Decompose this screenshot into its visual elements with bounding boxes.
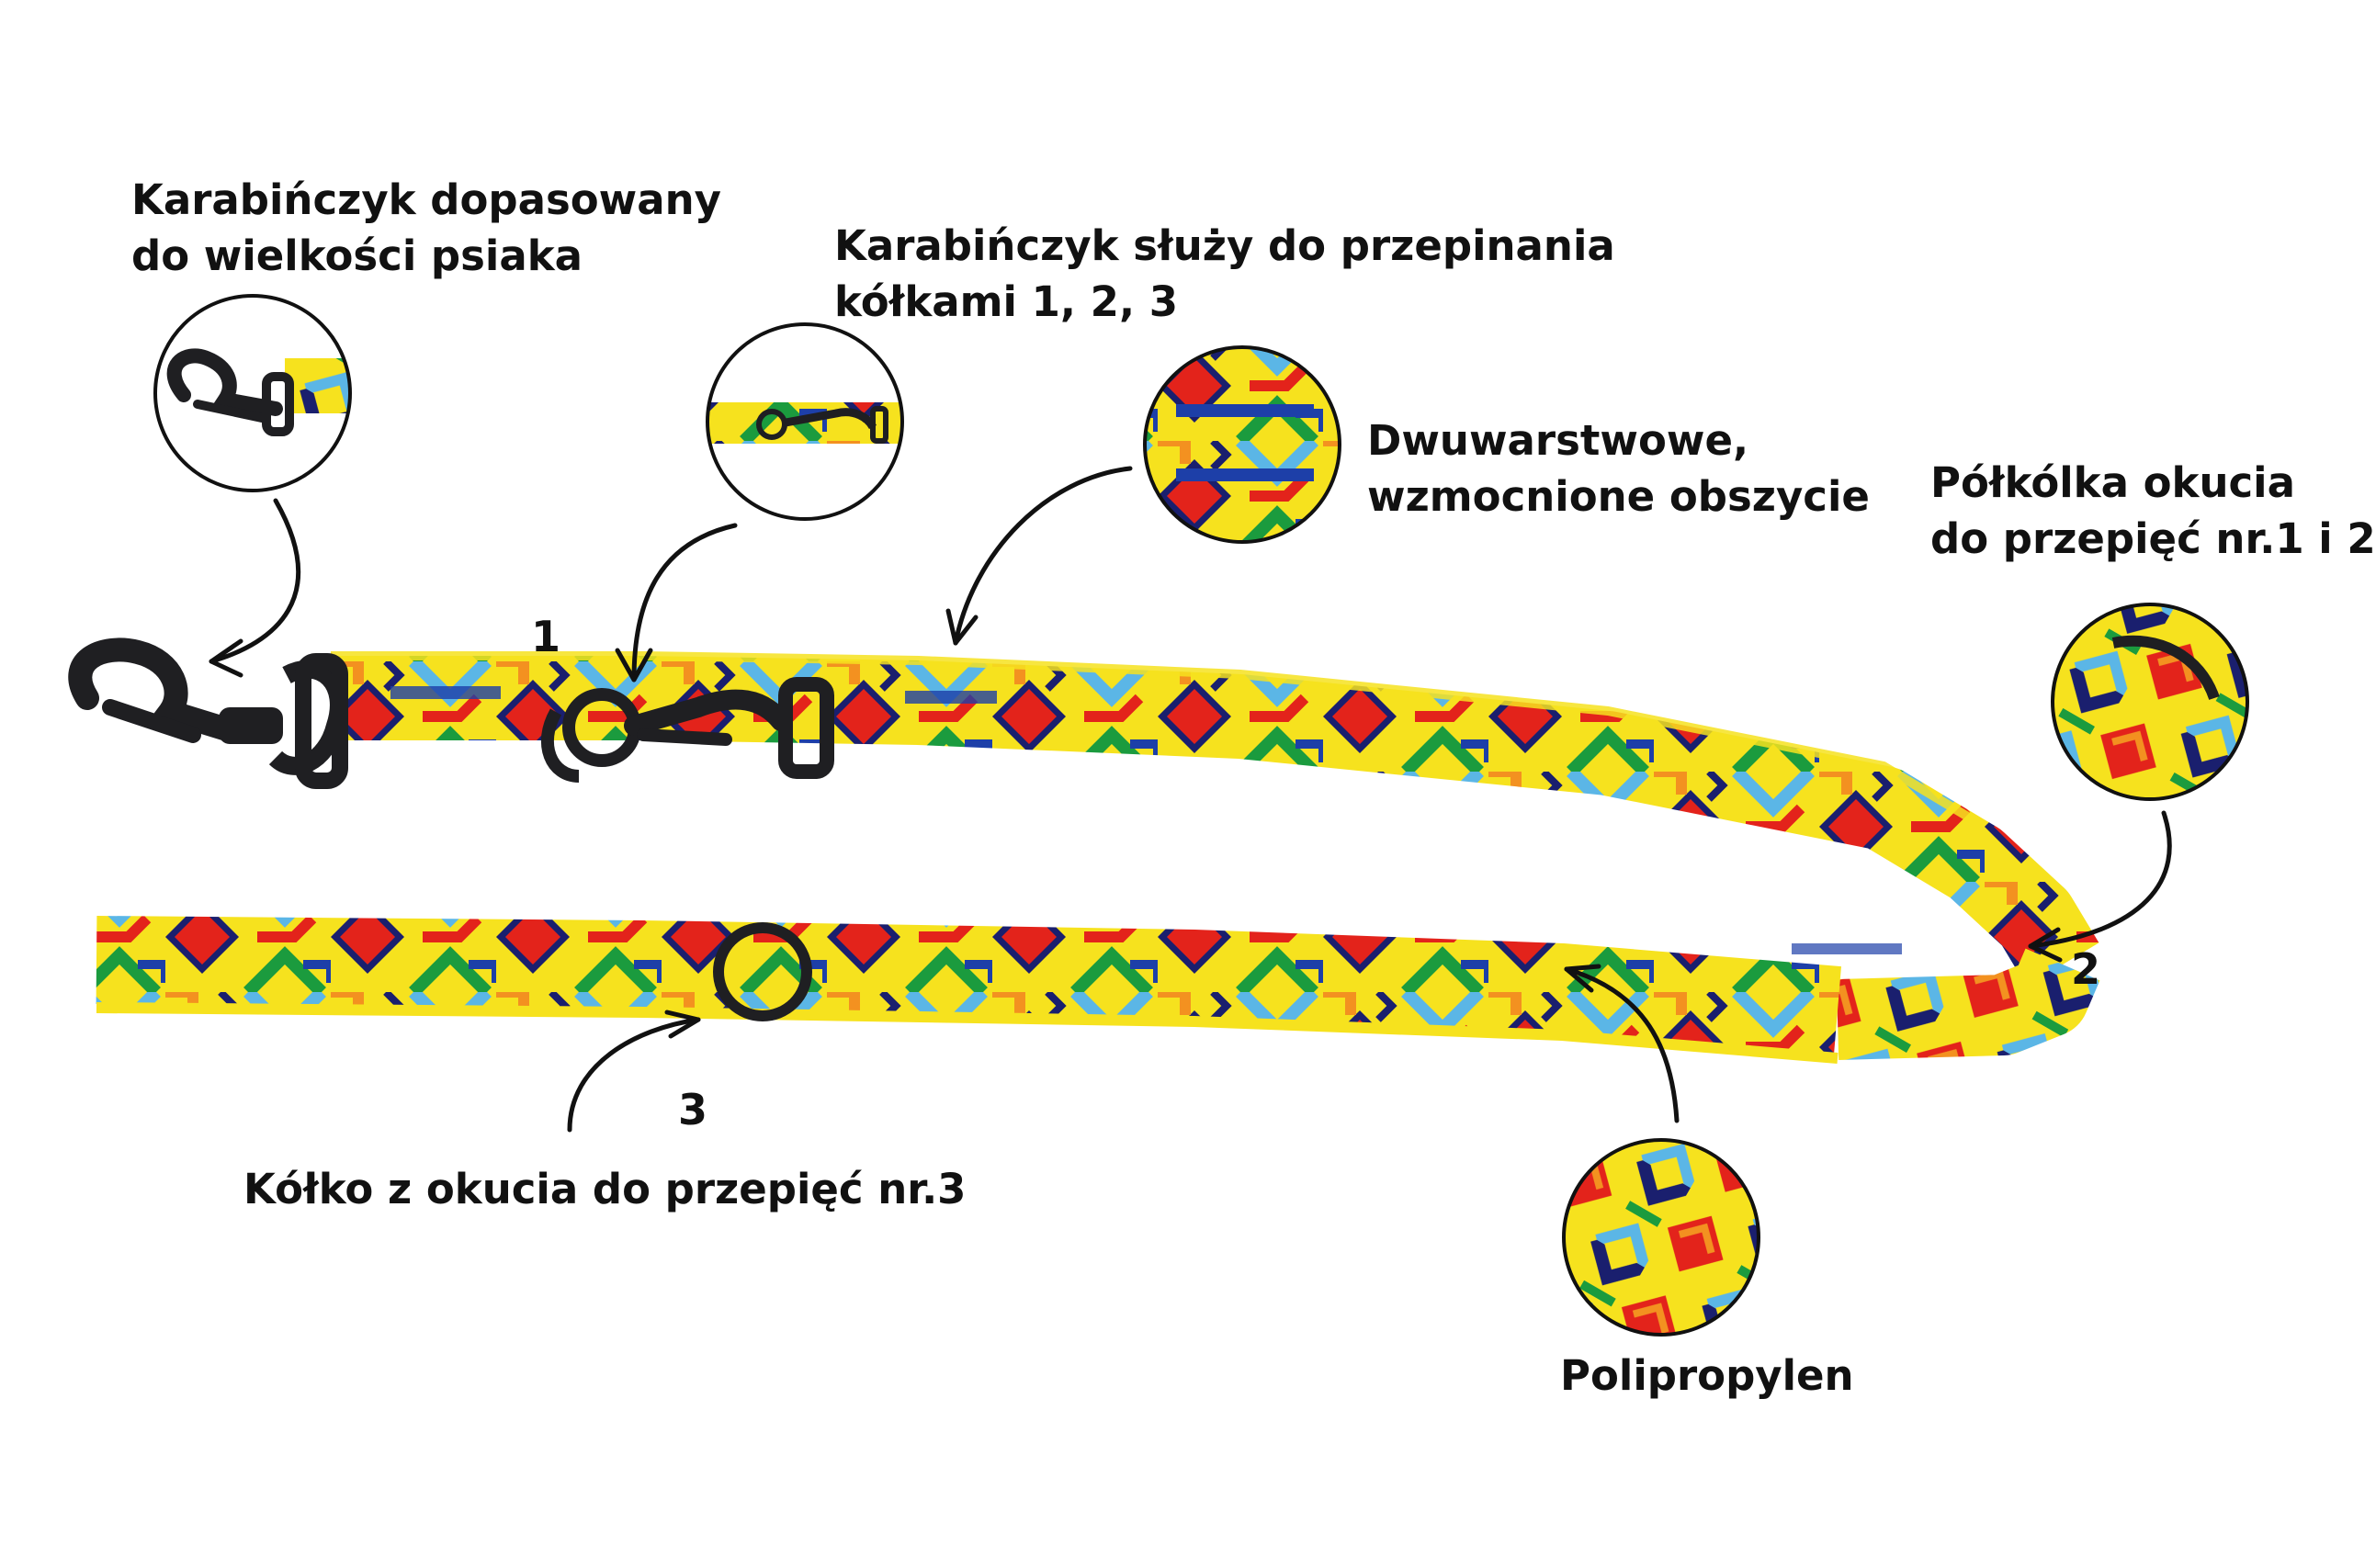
arrow-ring3 [567,1017,701,1133]
arrow-stitching [953,466,1133,646]
stitching-label-line2: wzmocnione obszycie [1367,471,1870,521]
material-label: Polipropylen [1560,1351,1854,1400]
dog-clip-detail [153,294,352,492]
arrow-material [1564,966,1680,1123]
half-ring-detail [2051,603,2249,801]
stitching-patch [390,686,501,699]
stitching-detail [1143,345,1341,544]
carabiner-detail-icon [153,294,352,492]
dog-clip-label-line1: Karabińczyk dopasowany [131,175,721,224]
leash-right-loop [1836,948,2100,1060]
half-rings-label-line1: Półkólka okucia [1930,458,2295,507]
half-ring-detail-icon [2051,603,2249,801]
marker-2: 2 [2071,944,2101,994]
adjust-clip-detail [706,322,904,521]
stitching-label-line1: Dwuwarstwowe, [1367,416,1749,465]
arrow-half-ring [2028,810,2172,949]
adjust-clip-label: Karabińczyk służy do przepinania kółkami… [834,219,1615,331]
dog-clip-label-line2: do wielkości psiaka [131,231,583,280]
leash-lower-strap [96,916,1841,1055]
arrow-adjust-clip [631,523,738,682]
adjust-clip-detail-icon [706,322,904,521]
stitching-label: Dwuwarstwowe, wzmocnione obszycie [1367,413,1870,525]
material-detail [1562,1138,1760,1337]
leash [96,651,2100,1064]
marker-1: 1 [531,612,561,661]
stitching-detail-icon [1143,345,1341,544]
ring-3 [713,922,812,1021]
adjust-carabiner [541,677,834,783]
marker-3: 3 [678,1085,708,1134]
adjust-clip-label-line2: kółkami 1, 2, 3 [834,276,1179,326]
callout-arrows [209,466,2172,1133]
half-rings-label: Półkólka okucia do przepięć nr.1 i 2 [1930,456,2376,568]
ring3-label: Kółko z okucia do przepięć nr.3 [243,1165,967,1213]
dog-carabiner [68,637,348,789]
arrow-dog-clip [209,498,301,664]
half-rings-label-line2: do przepięć nr.1 i 2 [1930,513,2376,563]
fabric-detail-icon [1562,1138,1760,1337]
dog-clip-label: Karabińczyk dopasowany do wielkości psia… [131,173,721,285]
adjust-clip-label-line1: Karabińczyk służy do przepinania [834,221,1615,270]
